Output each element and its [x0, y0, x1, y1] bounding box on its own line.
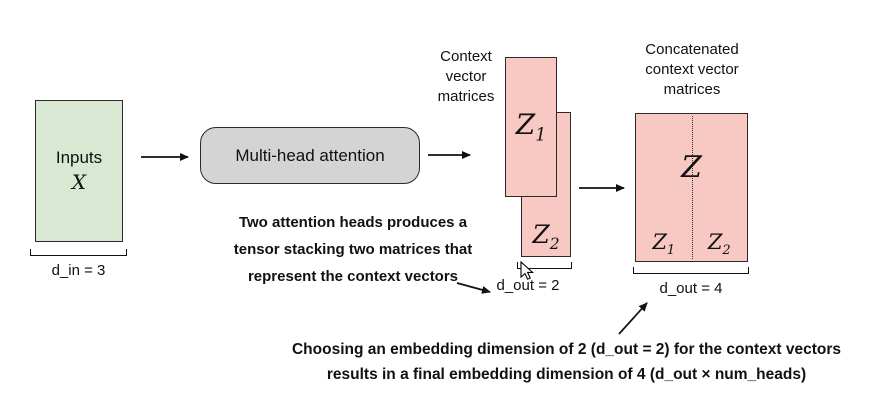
- d-out-4-bracket: [633, 267, 749, 274]
- stacking-annotation-line: Two attention heads produces a: [238, 214, 468, 231]
- z1-base: Z: [515, 108, 536, 142]
- z2-label: Z2: [522, 220, 570, 253]
- multi-head-attention-label: Multi-head attention: [235, 145, 385, 165]
- context-caption-line: matrices: [437, 88, 495, 105]
- inputs-box: Inputs X: [35, 100, 123, 242]
- z2-small-subscript: 2: [722, 243, 731, 258]
- z1-label: Z1: [516, 108, 547, 146]
- matrix-dotted-divider: [691, 116, 693, 259]
- d-out-4-label: d_out = 4: [659, 280, 723, 297]
- d-out-2-bracket: [517, 262, 572, 269]
- d-in-label: d_in = 3: [51, 262, 106, 279]
- d-in-bracket: [30, 249, 127, 256]
- concatenated-caption: Concatenated context vector matrices: [630, 40, 754, 100]
- embedding-annotation: Choosing an embedding dimension of 2 (d_…: [250, 337, 883, 387]
- arrow-annotation-to-dout4: [618, 302, 648, 335]
- stacking-annotation: Two attention heads produces a tensor st…: [224, 209, 482, 290]
- context-caption: Context vector matrices: [425, 47, 507, 107]
- inputs-symbol: X: [71, 170, 87, 194]
- mouse-cursor-icon: [520, 261, 535, 280]
- multi-head-attention-box: Multi-head attention: [200, 127, 420, 184]
- concatenated-caption-line: matrices: [663, 81, 721, 98]
- z1-small-label: Z1: [636, 230, 692, 258]
- stacking-annotation-line: represent the context vectors: [247, 268, 459, 285]
- z2-subscript: 2: [549, 235, 560, 253]
- z1-small-base: Z: [652, 229, 667, 254]
- z1-matrix: Z1: [505, 57, 557, 197]
- z2-small-label: Z2: [692, 230, 748, 258]
- concatenated-caption-line: Concatenated: [645, 41, 739, 58]
- context-caption-line: Context: [440, 48, 492, 65]
- z2-small-base: Z: [707, 229, 723, 254]
- embedding-annotation-line: Choosing an embedding dimension of 2 (d_…: [291, 341, 841, 358]
- d-out-2-label: d_out = 2: [496, 277, 560, 294]
- z-concat-label: Z: [681, 150, 702, 185]
- z2-base: Z: [532, 220, 550, 249]
- inputs-label: Inputs: [55, 148, 103, 167]
- embedding-annotation-line: results in a final embedding dimension o…: [326, 366, 807, 383]
- concatenated-caption-line: context vector: [645, 61, 739, 78]
- concatenated-matrix: Z Z1 Z2: [635, 113, 748, 262]
- context-caption-line: vector: [445, 68, 487, 85]
- z1-small-subscript: 1: [666, 243, 676, 258]
- stacking-annotation-line: tensor stacking two matrices that: [233, 241, 473, 258]
- z1-subscript: 1: [535, 125, 547, 146]
